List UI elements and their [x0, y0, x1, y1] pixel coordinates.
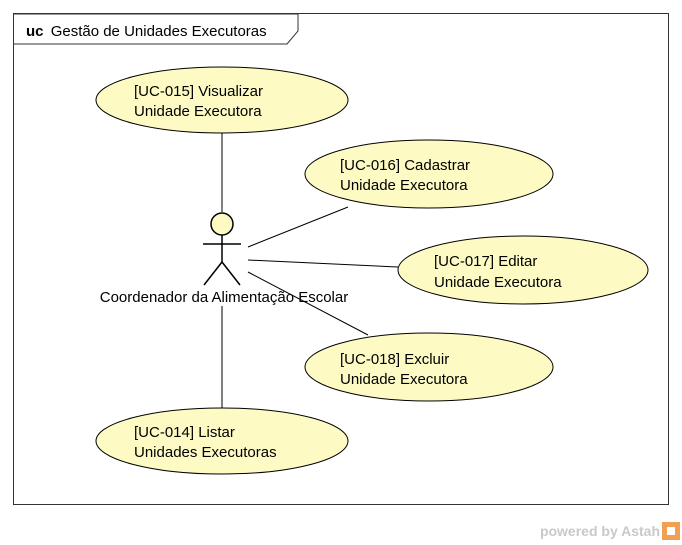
use-case-uc-016[interactable]: [UC-016] Cadastrar Unidade Executora: [304, 139, 554, 209]
use-case-uc-018[interactable]: [UC-018] Excluir Unidade Executora: [304, 332, 554, 402]
use-case-uc-016-line1: [UC-016] Cadastrar: [340, 157, 470, 174]
association-uc-018: [247, 271, 369, 336]
use-case-uc-018-line2: Unidade Executora: [340, 371, 468, 388]
use-case-uc-017[interactable]: [UC-017] Editar Unidade Executora: [397, 235, 649, 305]
frame-tab: uc Gestão de Unidades Executoras: [14, 13, 299, 45]
use-case-uc-018-line1: [UC-018] Excluir: [340, 351, 449, 368]
watermark-text: powered by Astah: [539, 523, 660, 539]
association-uc-016: [247, 206, 349, 248]
use-case-uc-015[interactable]: [UC-015] Visualizar Unidade Executora: [95, 66, 349, 134]
watermark: powered by Astah: [540, 522, 680, 540]
use-case-uc-014[interactable]: [UC-014] Listar Unidades Executoras: [95, 407, 349, 475]
use-case-uc-015-line1: [UC-015] Visualizar: [134, 83, 263, 100]
use-case-uc-014-line2: Unidades Executoras: [134, 444, 277, 461]
actor-stick-figure-icon[interactable]: [203, 212, 241, 286]
use-case-uc-016-line2: Unidade Executora: [340, 177, 468, 194]
use-case-uc-017-line1: [UC-017] Editar: [434, 253, 537, 270]
use-case-uc-014-line1: [UC-014] Listar: [134, 424, 235, 441]
use-case-uc-017-line2: Unidade Executora: [434, 274, 562, 291]
frame-keyword: uc: [26, 23, 44, 40]
frame-title: Gestão de Unidades Executoras: [51, 23, 267, 40]
diagram-frame: [13, 13, 669, 505]
frame-label: uc Gestão de Unidades Executoras: [26, 23, 267, 40]
association-uc-017: [247, 259, 399, 268]
astah-logo-icon: [662, 522, 680, 540]
actor-name: Coordenador da Alimentação Escolar: [100, 289, 348, 306]
use-case-uc-015-line2: Unidade Executora: [134, 103, 262, 120]
